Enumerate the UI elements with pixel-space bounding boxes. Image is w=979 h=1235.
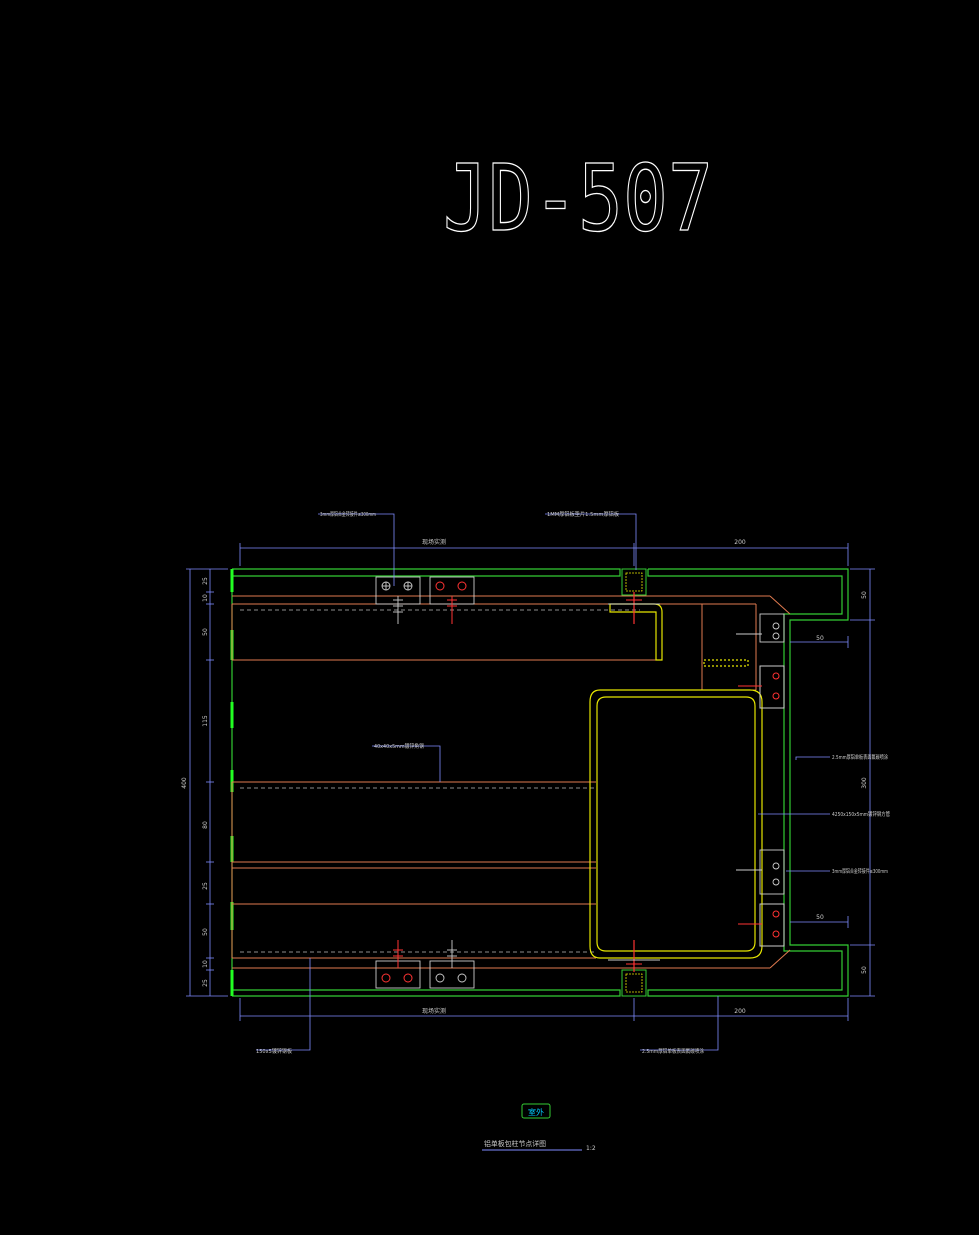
dim-left-7: 50 xyxy=(202,928,209,936)
annotation-mid-left: 40x40x5mm镀锌角钢 xyxy=(374,742,424,750)
dim-left-2: 10 xyxy=(202,594,209,602)
dim-step-bottom: 50 xyxy=(816,914,824,921)
annotation-top-left: 3mm厚铝合金转接件≤300mm xyxy=(320,510,376,518)
dim-bottom-left: 现场实测 xyxy=(422,1007,446,1015)
bracket-top-left xyxy=(375,576,475,624)
annotation-bottom-right: 2.5mm厚铝单板表面氟碳喷涂 xyxy=(642,1047,704,1055)
dimension-lines xyxy=(186,543,875,1021)
steel-frame xyxy=(231,595,791,969)
dim-left-1: 25 xyxy=(202,577,209,585)
dim-top-left: 现场实测 xyxy=(422,538,446,546)
dim-top-right: 200 xyxy=(734,539,746,546)
dim-step-top: 50 xyxy=(816,635,824,642)
dim-left-9: 25 xyxy=(202,979,209,987)
dim-left-5: 80 xyxy=(202,821,209,829)
dim-right-mid: 300 xyxy=(861,777,868,789)
dim-left-3: 50 xyxy=(202,628,209,636)
dim-right-bottom: 50 xyxy=(861,966,868,974)
fastener-bottom-left xyxy=(381,940,413,983)
svg-text:室外: 室外 xyxy=(528,1107,544,1117)
angle-steel-dashed xyxy=(240,609,640,953)
fastener-right xyxy=(738,665,785,947)
annotation-top-right: 1MM厚铝板垫片1.5mm厚铝板 xyxy=(547,510,619,518)
drawing-title: JD-507 xyxy=(443,145,713,252)
joint-gasket-top xyxy=(608,568,660,624)
joint-gasket-bottom xyxy=(608,940,660,997)
drawing-caption: 铝单板包柱节点详图 xyxy=(484,1139,546,1148)
dim-left-6: 25 xyxy=(202,882,209,890)
dim-left-total: 400 xyxy=(181,777,188,789)
annotation-right-upper: 2.5mm厚铝单板表面氟碳喷涂 xyxy=(832,753,888,761)
annotation-right-lower: 3mm厚铝合金转接件≤300mm xyxy=(832,867,888,875)
drawing-scale: 1:2 xyxy=(586,1145,596,1152)
annotation-right-mid: 4250x150x5mm镀锌钢方管 xyxy=(832,810,890,818)
dim-right-top: 50 xyxy=(861,591,868,599)
outdoor-label: 室外 xyxy=(521,1103,551,1119)
leader-lines xyxy=(256,513,830,1051)
fastener-top-left xyxy=(435,581,467,624)
dim-left-8: 10 xyxy=(202,960,209,968)
bracket-right xyxy=(736,613,785,895)
dim-left-4: 115 xyxy=(202,715,209,727)
annotation-bottom-left: 150x5镀锌钢板 xyxy=(256,1047,292,1055)
steel-tube xyxy=(589,603,763,959)
dim-bottom-right: 200 xyxy=(734,1008,746,1015)
